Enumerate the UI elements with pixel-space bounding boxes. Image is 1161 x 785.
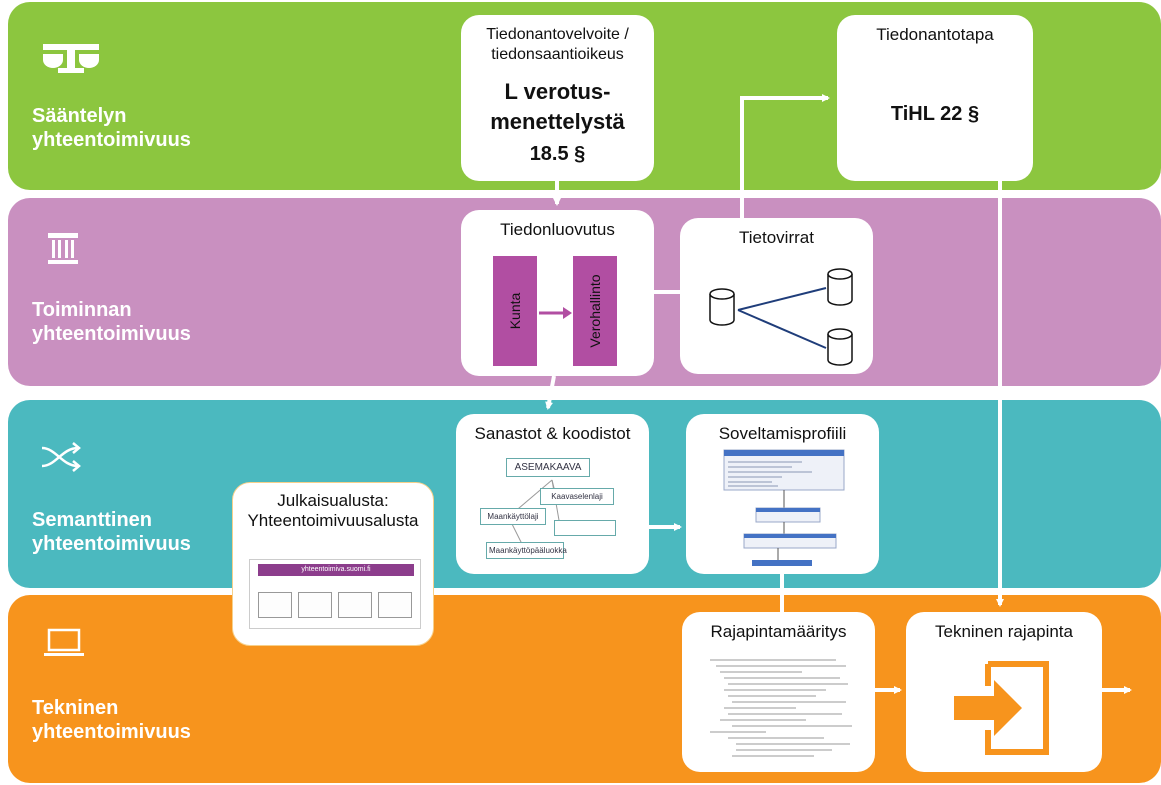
- application-profile-thumbnail: [723, 449, 845, 566]
- data-flows-diagram: [709, 268, 853, 366]
- obligation-card: Tiedonantovelvoite / tiedonsaantioikeus …: [461, 15, 654, 181]
- platform-url-bar: yhteentoimiva.suomi.fi: [258, 564, 414, 576]
- platform-screenshot: yhteentoimiva.suomi.fi: [249, 559, 421, 629]
- municipality-label: Kunta: [507, 292, 523, 330]
- operational-layer-title: Toiminnan yhteentoimivuus: [32, 299, 191, 345]
- api-entry-icon: [954, 661, 1049, 755]
- vocabularies-title: Sanastot & koodistot: [474, 424, 631, 443]
- platform-title-line1: Julkaisualusta:: [277, 491, 389, 510]
- municipality-box: Kunta: [493, 256, 537, 366]
- technical-api-card: Tekninen rajapinta: [906, 612, 1102, 772]
- database-icon: [827, 268, 853, 306]
- term-asemakaava: ASEMAKAAVA: [506, 458, 590, 477]
- term-placeholder-box: [554, 520, 616, 536]
- disclosure-law: TiHL 22 §: [890, 103, 980, 125]
- api-spec-card: Rajapintamääritys: [682, 612, 875, 772]
- api-spec-title: Rajapintamääritys: [710, 622, 847, 641]
- disclosure-method-title: Tiedonantotapa: [876, 25, 994, 44]
- scales-icon: [43, 44, 99, 73]
- platform-tile: [338, 592, 372, 618]
- term-maankayttopaaluokka: Maankäyttöpääluokka: [486, 542, 567, 559]
- law-name-line1: L verotus-: [504, 79, 611, 104]
- tax-administration-label: Verohallinto: [587, 274, 603, 348]
- term-kaavaselenlaji: Kaavaselenlaji: [540, 488, 614, 505]
- publishing-platform-card: Julkaisualusta: Yhteentoimivuusalusta yh…: [232, 482, 434, 646]
- institution-icon: [48, 233, 78, 264]
- vocabularies-card: Sanastot & koodistot ASEMAKAAVA Kaavasel…: [456, 414, 649, 574]
- data-flows-card: Tietovirrat: [680, 218, 873, 374]
- laptop-icon: [44, 628, 84, 656]
- application-profile-card: Soveltamisprofiili: [686, 414, 879, 574]
- platform-tile: [258, 592, 292, 618]
- transfer-arrow: [539, 307, 572, 319]
- database-icon: [709, 288, 735, 326]
- shuffle-icon: [41, 442, 81, 472]
- database-icon: [827, 328, 853, 366]
- semantic-layer-title: Semanttinen yhteentoimivuus: [32, 509, 191, 555]
- law-section: 18.5 §: [529, 143, 586, 165]
- data-transfer-card: Tiedonluovutus Kunta Verohallinto: [461, 210, 654, 376]
- tax-administration-box: Verohallinto: [573, 256, 617, 366]
- technical-api-title: Tekninen rajapinta: [935, 622, 1073, 641]
- api-spec-code-thumbnail: [710, 659, 852, 757]
- platform-title-line2: Yhteentoimivuusalusta: [247, 511, 419, 530]
- technical-layer-title: Tekninen yhteentoimivuus: [32, 697, 191, 743]
- obligation-title-line1: Tiedonantovelvoite /: [486, 26, 629, 43]
- law-name-line2: menettelystä: [490, 109, 625, 134]
- application-profile-title: Soveltamisprofiili: [718, 424, 847, 443]
- term-maankayttolaji: Maankäyttölaji: [480, 508, 546, 525]
- obligation-title-line2: tiedonsaantioikeus: [491, 46, 624, 63]
- platform-tile: [378, 592, 412, 618]
- regulatory-layer-title: Sääntelyn yhteentoimivuus: [32, 105, 191, 151]
- platform-tile: [298, 592, 332, 618]
- disclosure-method-card: Tiedonantotapa TiHL 22 §: [837, 15, 1033, 181]
- data-flows-title: Tietovirrat: [739, 228, 814, 247]
- data-transfer-title: Tiedonluovutus: [500, 220, 615, 239]
